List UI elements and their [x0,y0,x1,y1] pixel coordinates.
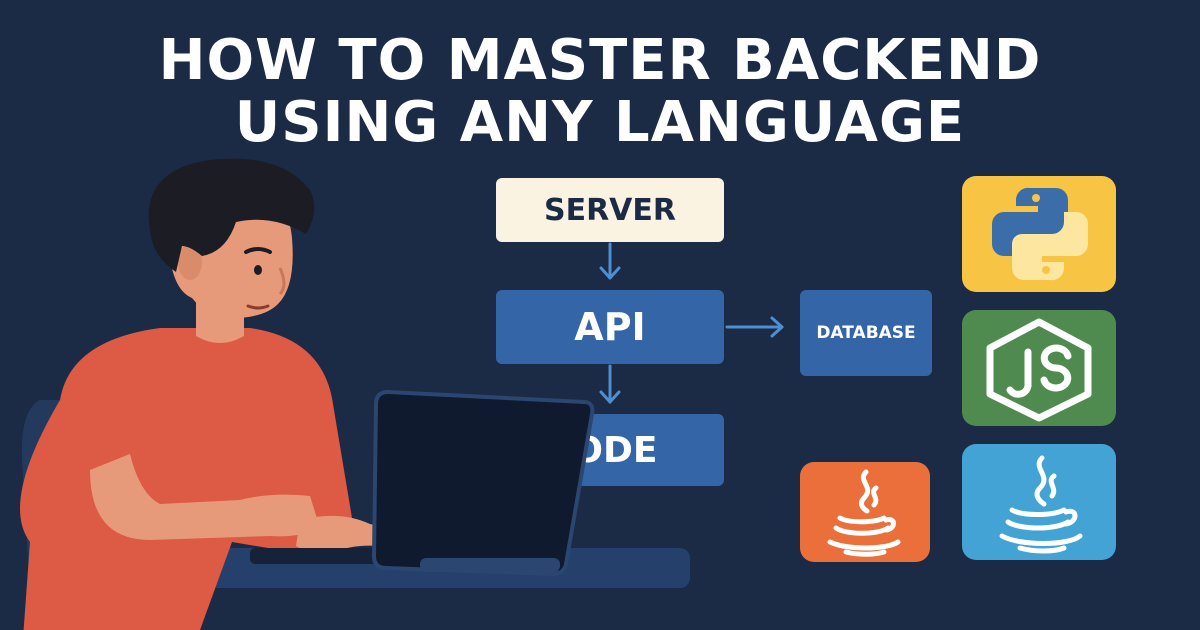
arrow-down-icon [599,364,621,404]
nodejs-logo-icon [986,318,1092,422]
monitor [371,389,595,577]
hair [148,158,315,272]
arm [90,454,320,540]
java-logo-icon [827,469,901,557]
python-logo-icon [992,187,1088,281]
mouth [246,304,270,310]
title-line-1: HOW TO MASTER BACKEND [158,28,1042,93]
database-box: DATABASE [800,290,932,376]
eye [254,265,262,275]
java-tile-blue [962,444,1116,560]
monitor-stand [460,500,512,560]
title-line-2: USING ANY LANGUAGE [234,90,966,155]
page-title: HOW TO MASTER BACKEND USING ANY LANGUAGE [0,30,1200,154]
server-label: SERVER [543,192,676,228]
nose [278,267,286,296]
arrow-down-icon [599,242,621,280]
java-logo-icon [999,455,1083,554]
database-label: DATABASE [816,323,916,343]
arrow-right-icon [725,316,784,338]
python-tile [962,176,1116,292]
shirt [20,328,352,630]
monitor-base [420,558,560,572]
nodejs-tile [962,310,1116,426]
server-box: SERVER [496,178,724,242]
ear [178,244,202,280]
api-box: API [496,290,724,364]
java-tile-orange [800,462,930,562]
api-label: API [574,305,646,349]
